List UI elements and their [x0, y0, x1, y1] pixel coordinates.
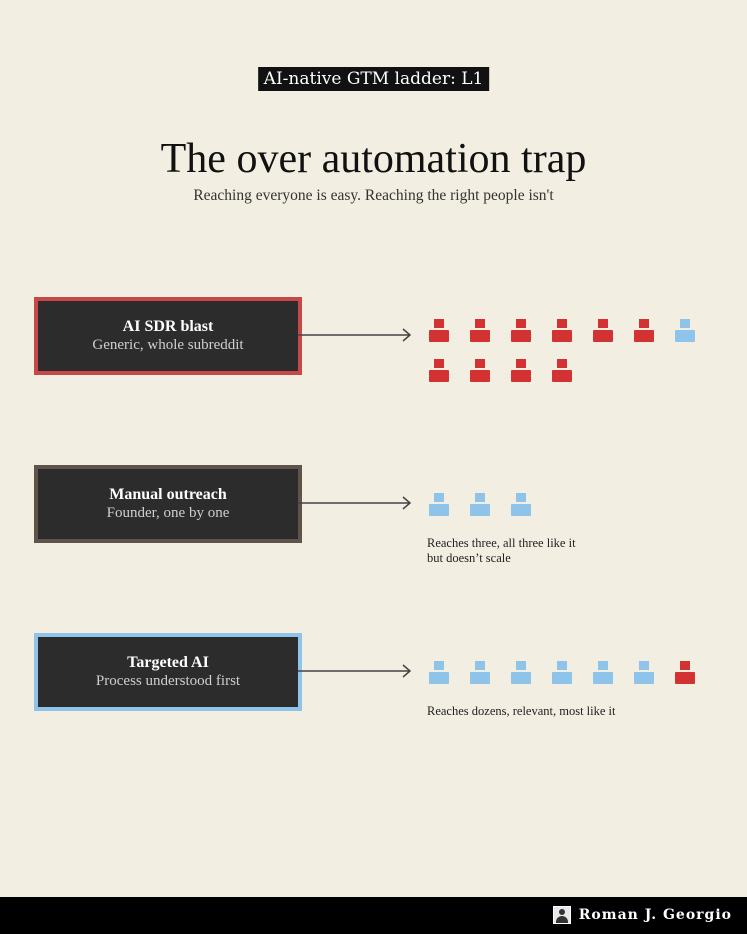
- page-title: The over automation trap: [160, 136, 587, 182]
- approach-box: Manual outreach Founder, one by one: [34, 465, 302, 543]
- person-icon: [633, 319, 655, 343]
- person-icon: [469, 359, 491, 383]
- person-icon: [592, 661, 614, 685]
- row-note-line: but doesn’t scale: [427, 551, 511, 565]
- person-icon: [469, 319, 491, 343]
- row-note: Reaches three, all three like it but doe…: [427, 536, 576, 566]
- approach-description: Founder, one by one: [106, 505, 230, 521]
- person-icon: [633, 661, 655, 685]
- page-subtitle: Reaching everyone is easy. Reaching the …: [193, 187, 554, 204]
- people-group: [428, 493, 728, 523]
- approach-box: Targeted AI Process understood first: [34, 633, 302, 711]
- approach-title: AI SDR blast: [122, 318, 214, 335]
- row-manual-outreach: Manual outreach Founder, one by one Reac…: [0, 465, 747, 575]
- person-icon: [428, 493, 450, 517]
- author-name: Roman J. Georgio: [578, 907, 732, 923]
- approach-description: Process understood first: [95, 673, 241, 689]
- person-icon: [510, 661, 532, 685]
- person-icon: [469, 661, 491, 685]
- person-icon: [510, 319, 532, 343]
- person-icon: [551, 319, 573, 343]
- row-note-line: Reaches dozens, relevant, most like it: [427, 704, 616, 718]
- arrow-icon: [298, 328, 412, 342]
- avatar-icon: [552, 906, 571, 924]
- person-icon: [428, 319, 450, 343]
- approach-title: Manual outreach: [109, 486, 227, 503]
- person-icon: [510, 359, 532, 383]
- author-credit: Roman J. Georgio: [552, 906, 732, 924]
- person-icon: [469, 493, 491, 517]
- person-icon: [551, 661, 573, 685]
- people-group: [428, 319, 728, 389]
- approach-title: Targeted AI: [127, 654, 209, 671]
- people-group: [428, 661, 728, 691]
- arrow-icon: [298, 664, 412, 678]
- ladder-tag: AI-native GTM ladder: L1: [257, 67, 490, 91]
- row-note-line: Reaches three, all three like it: [427, 536, 576, 550]
- person-icon: [592, 319, 614, 343]
- row-targeted-ai: Targeted AI Process understood first Rea…: [0, 633, 747, 733]
- person-icon: [674, 661, 696, 685]
- approach-box: AI SDR blast Generic, whole subreddit: [34, 297, 302, 375]
- person-icon: [674, 319, 696, 343]
- row-note: Reaches dozens, relevant, most like it: [427, 704, 615, 719]
- approach-description: Generic, whole subreddit: [92, 337, 244, 353]
- person-icon: [510, 493, 532, 517]
- footer-bar: Roman J. Georgio: [0, 897, 747, 934]
- person-icon: [551, 359, 573, 383]
- arrow-icon: [298, 496, 412, 510]
- person-icon: [428, 661, 450, 685]
- row-ai-sdr-blast: AI SDR blast Generic, whole subreddit: [0, 297, 747, 417]
- person-icon: [428, 359, 450, 383]
